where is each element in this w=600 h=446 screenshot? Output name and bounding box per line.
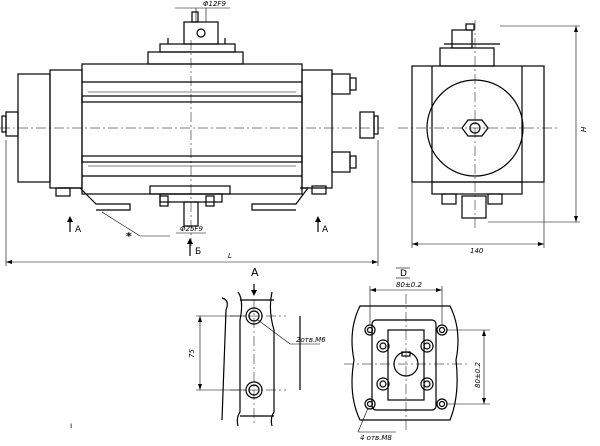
view-a-right-label: A	[322, 225, 329, 235]
stray-mark: ı	[70, 421, 72, 430]
view-d-detail: D 80±0.2 80±0.2 4 отв.М8	[344, 267, 490, 442]
side-view: H 140	[398, 20, 588, 255]
dim-80-side: 80±0.2	[474, 362, 482, 388]
length-dim: L	[228, 252, 232, 260]
phi12-dim: Φ12F9	[203, 0, 226, 8]
dim-75: 75	[188, 349, 196, 358]
width-140-dim: 140	[470, 247, 484, 255]
star-mark: *	[126, 230, 132, 243]
height-dim: H	[580, 126, 588, 132]
view-a-detail: A 75 2отв.М6	[188, 266, 326, 427]
view-a-title: A	[251, 266, 259, 279]
phi25-dim: Φ25F9	[180, 225, 203, 233]
view-b-label: Б	[195, 247, 201, 257]
view-d-title: D	[400, 269, 407, 279]
holes-m8-note: 4 отв.М8	[360, 434, 392, 442]
front-view: Φ12F9 Φ25F9	[0, 0, 384, 266]
holes-m6-note: 2отв.М6	[296, 336, 326, 344]
view-a-left-label: A	[75, 225, 82, 235]
dim-80-top: 80±0.2	[396, 281, 422, 289]
